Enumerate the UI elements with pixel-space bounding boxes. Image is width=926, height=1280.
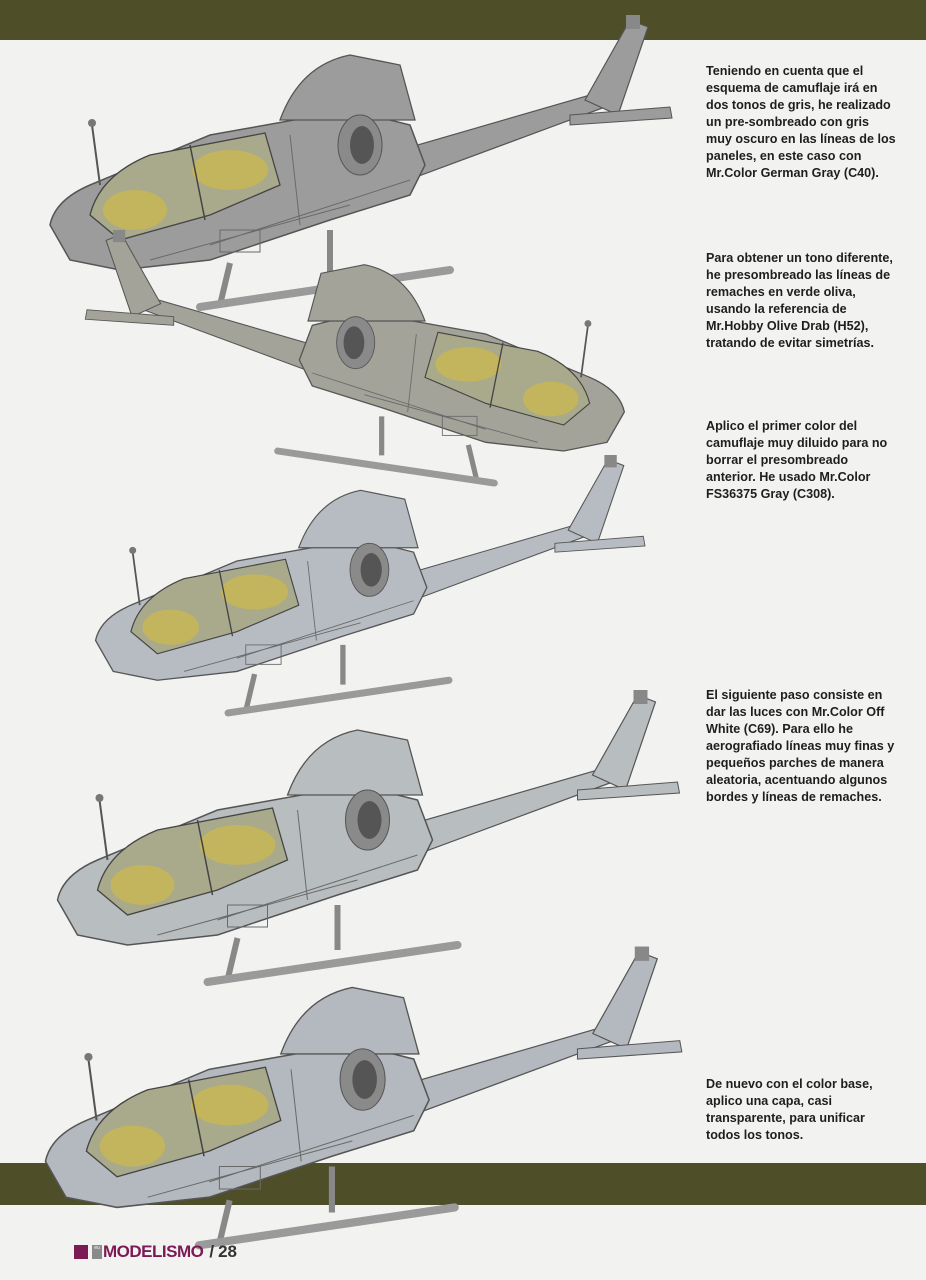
magazine-prefix: eu: [92, 1245, 102, 1259]
caption-step4: El siguiente paso consiste en dar las lu…: [706, 688, 895, 804]
magazine-square-icon: [74, 1245, 88, 1259]
caption-step1: Teniendo en cuenta que el esquema de cam…: [706, 64, 896, 180]
helicopter-step2: [85, 230, 624, 483]
caption-step2: Para obtener un tono diferente, he preso…: [706, 251, 893, 350]
helicopter-step3: [96, 455, 645, 713]
page-number: 28: [218, 1242, 237, 1261]
page-separator: /: [209, 1242, 215, 1261]
magazine-name: MODELISMO: [103, 1242, 204, 1261]
helicopter-step1: [50, 15, 672, 307]
top-olive-band: [0, 0, 926, 40]
helicopter-step4: [58, 690, 680, 982]
page-footer: eu MODELISMO / 28: [74, 1240, 237, 1264]
caption-step3: Aplico el primer color del camuflaje muy…: [706, 419, 888, 501]
caption-step5: De nuevo con el color base, aplico una c…: [706, 1077, 873, 1142]
helicopter-step5: [45, 947, 681, 1246]
